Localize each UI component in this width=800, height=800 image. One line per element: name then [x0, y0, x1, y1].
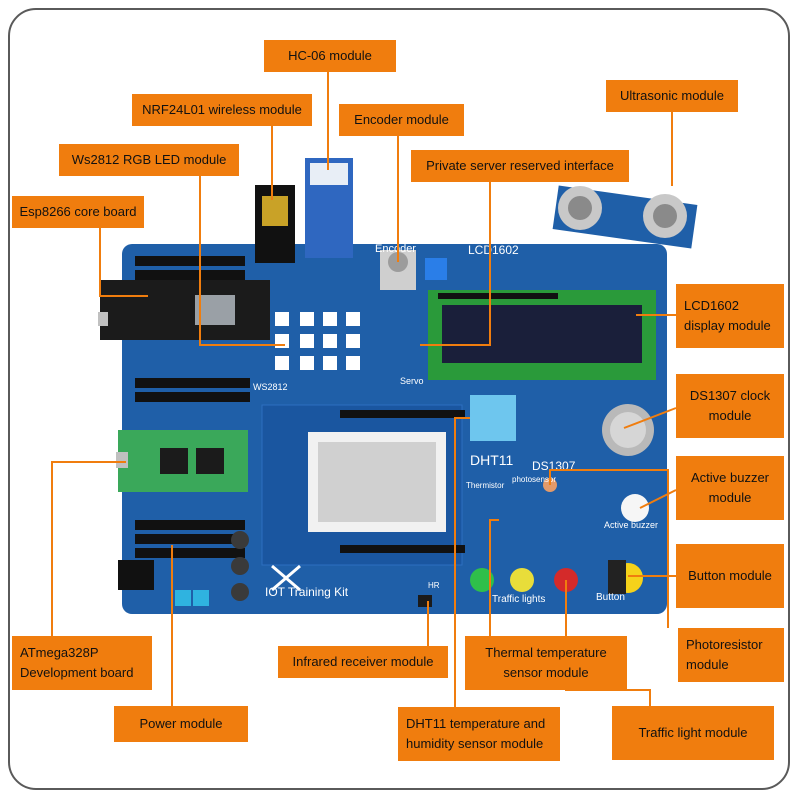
callout-photoresistor: Photoresistor module: [678, 628, 784, 682]
silk-encoder: Encoder: [375, 243, 416, 255]
silk-thermistor: Thermistor: [466, 481, 505, 490]
silk-ws2812: WS2812: [253, 382, 288, 392]
callout-lcd1602: LCD1602 display module: [676, 284, 784, 348]
kit-title: IOT Training Kit: [265, 585, 349, 599]
silk-servo: Servo: [400, 376, 424, 386]
ws2812-led-grid: [275, 312, 360, 370]
callout-nrf24l01: NRF24L01 wireless module: [132, 94, 312, 126]
traffic-light-yellow: [510, 568, 534, 592]
silk-active-buzzer: Active buzzer: [604, 520, 658, 530]
leader-ds1307: [623, 407, 677, 429]
kit-logo: [271, 564, 301, 592]
callout-encoder: Encoder module: [339, 104, 464, 136]
callout-power: Power module: [114, 706, 248, 742]
dht11-sensor: [470, 395, 516, 441]
leader-dht11: [454, 417, 470, 707]
callout-thermal: Thermal temperature sensor module: [465, 636, 627, 690]
silk-traffic-lights: Traffic lights: [492, 594, 545, 605]
leader-atmega: [51, 461, 126, 636]
traffic-light-green: [470, 568, 494, 592]
silk-dht11: DHT11: [470, 452, 514, 468]
leader-private: [420, 182, 491, 346]
callout-infrared: Infrared receiver module: [278, 646, 448, 678]
leader-buzzer: [639, 489, 677, 509]
callout-active-buzzer: Active buzzer module: [676, 456, 784, 520]
callout-esp8266: Esp8266 core board: [12, 196, 144, 228]
silk-button: Button: [596, 592, 625, 603]
leader-esp8266: [99, 228, 148, 297]
callout-ds1307: DS1307 clock module: [676, 374, 784, 438]
callout-dht11: DHT11 temperature and humidity sensor mo…: [398, 707, 560, 761]
callout-traffic-light: Traffic light module: [612, 706, 774, 760]
callout-hc06: HC-06 module: [264, 40, 396, 72]
leader-traffic: [565, 580, 651, 706]
silk-photosensor: photosensor: [512, 475, 556, 484]
leader-thermal: [489, 519, 499, 636]
leader-ws2812: [199, 176, 285, 346]
callout-ws2812: Ws2812 RGB LED module: [59, 144, 239, 176]
callout-ultrasonic: Ultrasonic module: [606, 80, 738, 112]
silk-hr: HR: [428, 581, 440, 590]
buzzer: [621, 494, 649, 522]
ir-receiver: [418, 595, 432, 607]
callout-private-server: Private server reserved interface: [411, 150, 629, 182]
header-pins-left: [135, 256, 250, 558]
leader-photoresistor: [549, 469, 669, 628]
callout-atmega328p: ATmega328P Development board: [12, 636, 152, 690]
dc-jack: [118, 560, 154, 590]
callout-button: Button module: [676, 544, 784, 608]
silk-lcd: LCD1602: [468, 243, 519, 257]
esp8266-board: [100, 280, 270, 340]
leader-lines: [51, 72, 677, 707]
